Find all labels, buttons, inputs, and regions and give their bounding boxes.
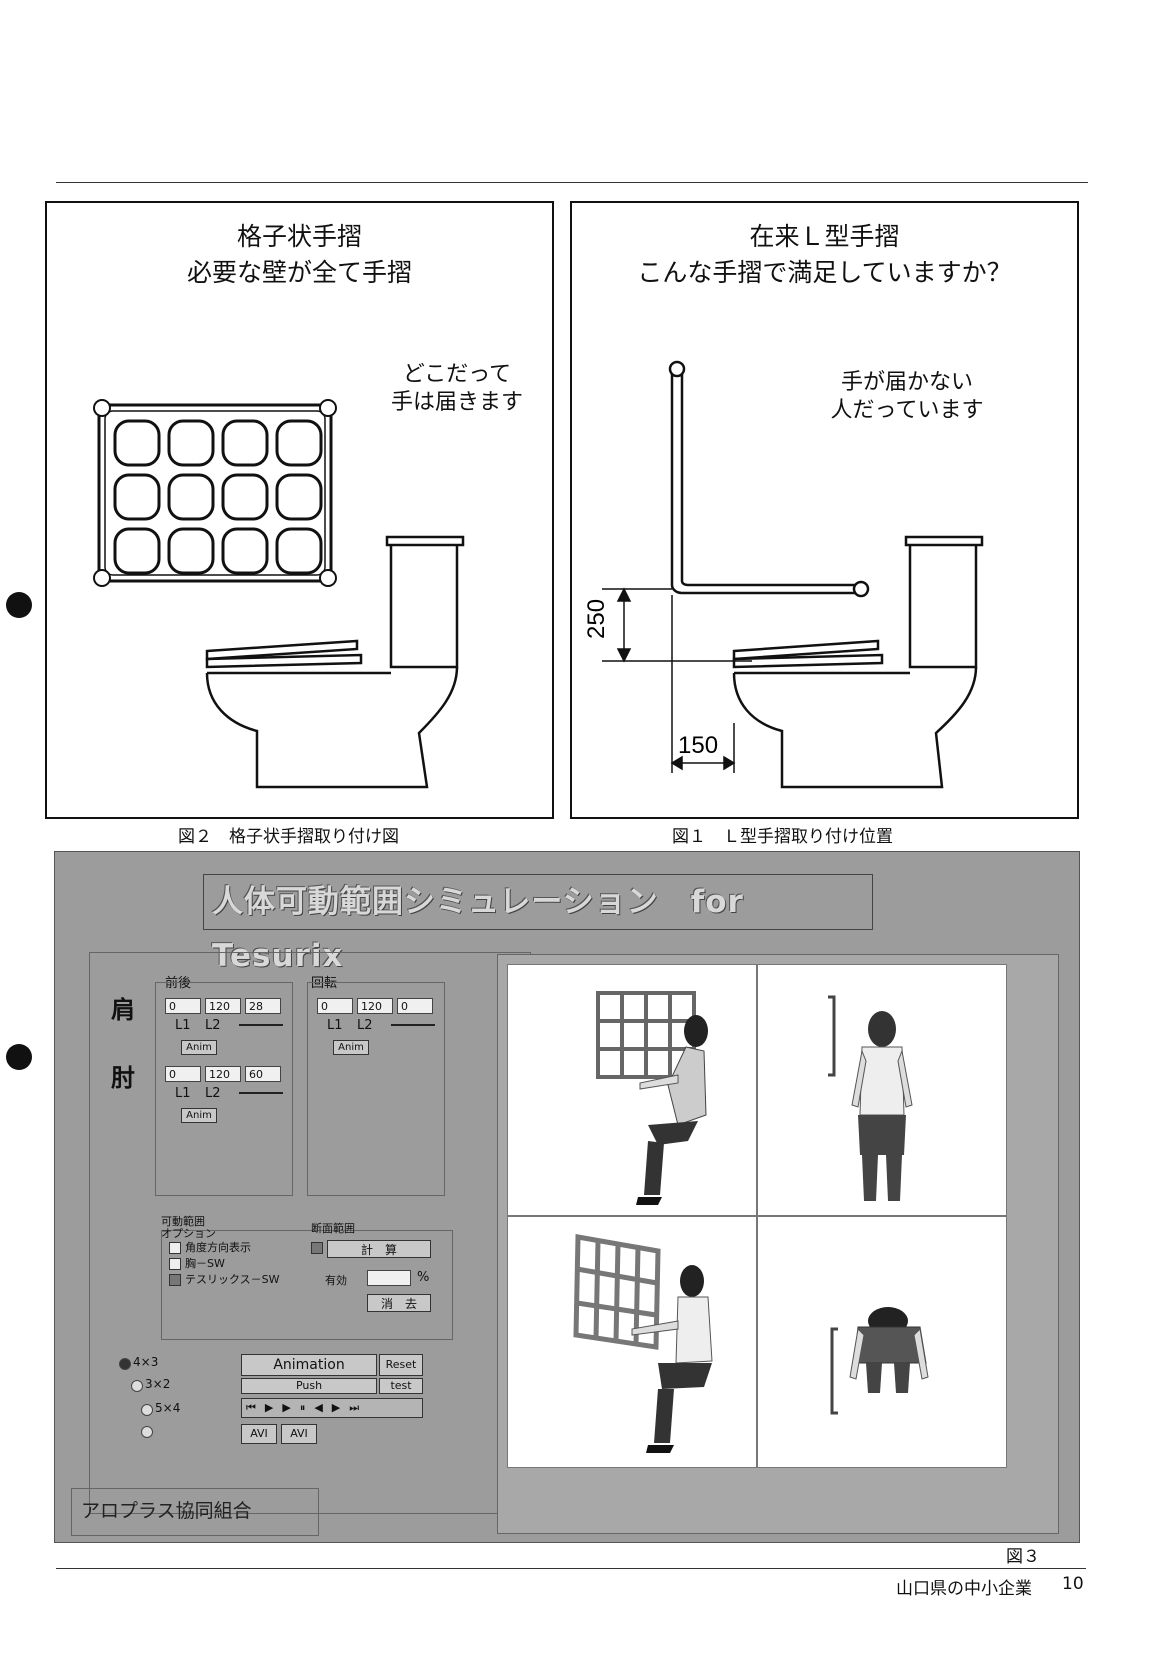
simulator-title: 人体可動範囲シミュレーション for Tesurix [203, 874, 873, 974]
radio-5x4-label: 5×4 [155, 1401, 181, 1415]
figure2-caption: 図２ 格子状手摺取り付け図 [178, 827, 399, 847]
figure3-caption: 図３ [1006, 1547, 1040, 1567]
percent-sign: % [417, 1270, 430, 1285]
shoulder-anim-button[interactable]: Anim [181, 1040, 217, 1055]
figure1-title-line1: 在来Ｌ型手摺 [749, 222, 900, 251]
erase-button[interactable]: 消 去 [367, 1294, 431, 1312]
l2-label: L2 [205, 1018, 221, 1033]
elbow-fb-min[interactable]: 0 [165, 1066, 201, 1082]
radio-3x2-label: 3×2 [145, 1377, 171, 1391]
front-back-label: 前後 [165, 976, 192, 991]
radio-4x3-label: 4×3 [133, 1355, 159, 1369]
shoulder-fb-min[interactable]: 0 [165, 998, 201, 1014]
company-label: アロプラス協同組合 [81, 1500, 252, 1522]
figure2-note-line1: どこだって [402, 362, 512, 387]
figure1-title-line2: こんな手摺で満足していますか？ [637, 258, 1012, 287]
figure1-note-line2: 人だっています [830, 398, 984, 423]
shoulder-rot-min[interactable]: 0 [317, 998, 353, 1014]
elbow-fb-max[interactable]: 120 [205, 1066, 241, 1082]
radio-4x3[interactable] [119, 1358, 131, 1370]
shoulder-rot-max[interactable]: 120 [357, 998, 393, 1014]
l-handrail-toilet-illustration: 250 150 [583, 360, 984, 789]
page-number: 10 [1062, 1574, 1084, 1594]
dim-horizontal-label: 150 [678, 732, 718, 759]
avi-button-1[interactable]: AVI [241, 1424, 277, 1444]
viewport-top[interactable] [757, 1216, 1007, 1468]
tesurix-option-label: テスリックス－SW [185, 1273, 280, 1286]
push-button[interactable]: Push [241, 1378, 377, 1394]
seated-figure-grid-side [596, 991, 708, 1205]
dim-vertical-label: 250 [583, 599, 610, 639]
figure1-caption: 図１ Ｌ型手摺取り付け位置 [672, 827, 893, 847]
playback-icons[interactable]: ⏮▶▶⏸◀▶⏭ [246, 1401, 369, 1414]
angle-option-label: 角度方向表示 [185, 1241, 251, 1254]
radio-5x4[interactable] [141, 1404, 153, 1416]
elbow-fb-slider[interactable] [239, 1092, 283, 1094]
company-box [71, 1488, 319, 1536]
elbow-anim-button[interactable]: Anim [181, 1108, 217, 1123]
rotation-group [307, 982, 445, 1196]
l1-label: L1 [175, 1086, 191, 1101]
tesurix-checkbox[interactable] [169, 1274, 181, 1286]
shoulder-fb-slider[interactable] [239, 1024, 283, 1026]
elbow-label: 肘 [111, 1064, 135, 1092]
range-option-label: 可動範囲 オプション [161, 1215, 216, 1240]
animation-button[interactable]: Animation [241, 1354, 377, 1376]
angle-checkbox[interactable] [169, 1242, 181, 1254]
shoulder-fb-max[interactable]: 120 [205, 998, 241, 1014]
shoulder-label: 肩 [111, 996, 135, 1024]
binder-hole [6, 592, 32, 618]
shoulder-rot-slider[interactable] [391, 1024, 435, 1026]
test-button[interactable]: test [379, 1378, 423, 1394]
seated-figure-grid-perspective [573, 1234, 713, 1453]
grid-handrail-toilet-illustration [93, 399, 465, 789]
figure2-title-line2: 必要な壁が全て手摺 [186, 258, 412, 287]
effective-label: 有効 [325, 1274, 347, 1287]
chest-option-label: 胸－SW [185, 1257, 225, 1270]
front-back-group [155, 982, 293, 1196]
playback-controls[interactable]: ⏮▶▶⏸◀▶⏭ [241, 1398, 423, 1418]
figure1-panel: 在来Ｌ型手摺 こんな手摺で満足していますか？ 手が届かない 人だっています [570, 201, 1079, 819]
footer-publisher: 山口県の中小企業 [896, 1579, 1032, 1599]
figure1-note-line1: 手が届かない [840, 370, 973, 395]
options-group [161, 1230, 453, 1340]
radio-3x2[interactable] [131, 1380, 143, 1392]
rotation-anim-button[interactable]: Anim [333, 1040, 369, 1055]
figure2-note-line2: 手は届きます [390, 390, 523, 415]
l1-label: L1 [175, 1018, 191, 1033]
shoulder-rot-value[interactable]: 0 [397, 998, 433, 1014]
viewport-perspective[interactable] [507, 1216, 757, 1468]
l1-label: L1 [327, 1018, 343, 1033]
chest-checkbox[interactable] [169, 1258, 181, 1270]
viewport-front[interactable] [757, 964, 1007, 1216]
figure2-title-line1: 格子状手摺 [236, 222, 362, 251]
section-range-label: 断面範囲 [311, 1222, 355, 1235]
l2-label: L2 [357, 1018, 373, 1033]
section-checkbox[interactable] [311, 1242, 323, 1254]
bottom-rule [56, 1568, 1086, 1569]
top-rule [56, 182, 1088, 183]
l2-label: L2 [205, 1086, 221, 1101]
figure-top-view [830, 1307, 929, 1415]
avi-button-2[interactable]: AVI [281, 1424, 317, 1444]
radio-custom[interactable] [141, 1426, 153, 1438]
seated-figure-front [828, 995, 913, 1201]
simulator-window: 人体可動範囲シミュレーション for Tesurix 前後 回転 肩 肘 0 1… [54, 851, 1080, 1543]
effective-input[interactable] [367, 1270, 411, 1286]
reset-button[interactable]: Reset [379, 1354, 423, 1376]
binder-hole [6, 1044, 32, 1070]
shoulder-fb-value[interactable]: 28 [245, 998, 281, 1014]
calc-button[interactable]: 計 算 [327, 1240, 431, 1258]
figure2-panel: 格子状手摺 必要な壁が全て手摺 どこだって 手は届きます [45, 201, 554, 819]
rotation-label: 回転 [311, 976, 338, 991]
viewport-side-grid[interactable] [507, 964, 757, 1216]
elbow-fb-value[interactable]: 60 [245, 1066, 281, 1082]
